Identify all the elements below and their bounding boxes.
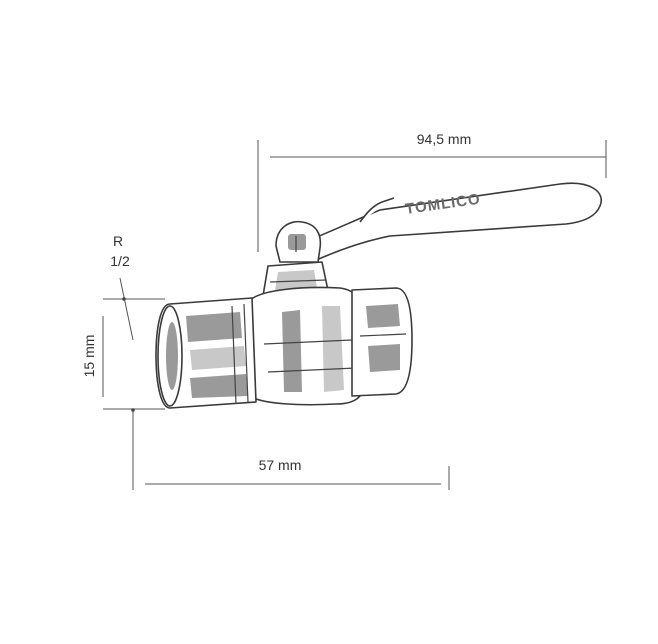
lever-handle: TOMLICO: [299, 182, 602, 263]
height-dimension: 15 mm: [81, 316, 165, 410]
left-end-fitting: [155, 297, 257, 409]
thread-label-line2: 1/2: [110, 253, 130, 269]
thread-dimension: R 1/2: [103, 233, 165, 341]
lever-length-label: 94,5 mm: [417, 131, 471, 147]
stem-nut: [275, 220, 322, 263]
lever-length-dimension: 94,5 mm: [257, 131, 607, 252]
body-length-dimension: 57 mm: [131, 408, 450, 490]
height-label: 15 mm: [81, 335, 97, 378]
valve-body: [249, 286, 367, 406]
thread-label-line1: R: [113, 233, 123, 249]
body-length-label: 57 mm: [259, 457, 302, 473]
ball-valve-illustration: TOMLICO: [155, 182, 602, 409]
right-end-fitting: [351, 287, 413, 397]
